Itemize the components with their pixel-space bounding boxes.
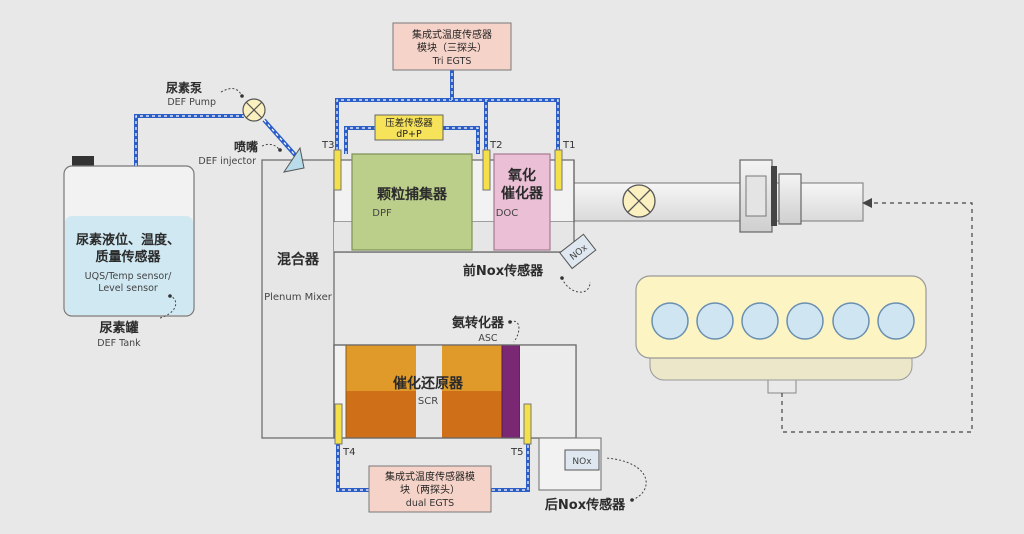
rear-nox-label: 后Nox传感器 <box>545 497 626 513</box>
exhaust-pipe <box>572 182 864 222</box>
dp-sensor-cn: 压差传感器 <box>385 117 433 129</box>
tank-sensor-en-1: UQS/Temp sensor/ <box>85 271 172 282</box>
flow-arrowhead-icon <box>862 198 872 208</box>
asc-label-en: ASC <box>478 333 498 344</box>
doc-label-cn-1: 氧化 <box>507 167 536 184</box>
def-pump-label-en: DEF Pump <box>167 97 216 108</box>
probe-t4-label: T4 <box>342 447 355 458</box>
rear-nox-sensor <box>564 449 600 471</box>
asc-label-cn: 氨转化器 <box>451 315 505 331</box>
probe-t1-label: T1 <box>562 140 575 151</box>
tank-sensor-en-2: Level sensor <box>98 283 158 294</box>
def-tank <box>63 156 195 317</box>
pipe-coupling <box>739 159 802 233</box>
dp-sensor-en: dP+P <box>396 129 422 140</box>
scr-label-cn: 催化还原器 <box>393 375 464 392</box>
front-nox-label: 前Nox传感器 <box>463 263 544 279</box>
temp-probes-lower <box>334 403 532 445</box>
tri-egts-box <box>392 22 512 71</box>
tri-egts-wiring <box>335 70 560 150</box>
tank-sensor-cn-2: 质量传感器 <box>95 249 161 265</box>
doc-block <box>493 153 551 251</box>
def-pump-icon <box>242 98 266 122</box>
engine <box>635 275 927 394</box>
dual-egts-cn-2: 块（两探头） <box>400 483 460 496</box>
dual-egts-en: dual EGTS <box>406 498 454 509</box>
dual-egts-box <box>368 465 492 513</box>
mixer-label-en: Plenum Mixer <box>264 292 333 303</box>
front-nox-sensor: NOx <box>559 233 597 270</box>
probe-t5-label: T5 <box>510 447 523 458</box>
mixer-housing <box>261 159 335 439</box>
dpf-block <box>351 153 473 251</box>
dp-sensor-box <box>374 114 444 141</box>
def-supply-line <box>134 114 298 166</box>
rear-nox-tag: NOx <box>572 457 592 467</box>
probe-t2-label: T2 <box>489 140 502 151</box>
mixer-label-cn: 混合器 <box>277 251 320 268</box>
doc-label-en: DOC <box>496 208 519 219</box>
probe-t3-label: T3 <box>321 140 334 151</box>
def-injector-icon <box>282 146 305 173</box>
def-tank-label-en: DEF Tank <box>97 338 141 349</box>
tri-egts-en: Tri EGTS <box>432 56 472 67</box>
asc-block <box>501 344 521 439</box>
exhaust-valve-icon <box>622 184 656 218</box>
tank-sensor-cn-1: 尿素液位、温度、 <box>76 232 180 248</box>
exhaust-flow-arrow <box>781 202 973 433</box>
tri-egts-cn-2: 模块（三探头） <box>417 41 487 54</box>
def-injector-label-cn: 喷嘴 <box>234 139 258 154</box>
temp-probes-upper <box>333 149 563 191</box>
def-injector-label-en: DEF injector <box>198 156 256 167</box>
scr-block <box>345 344 503 439</box>
dpf-label-en: DPF <box>372 208 392 219</box>
def-tank-label-cn: 尿素罐 <box>99 320 138 336</box>
def-pump-label-cn: 尿素泵 <box>166 80 202 95</box>
doc-label-cn-2: 催化器 <box>501 185 544 202</box>
scr-label-en: SCR <box>418 396 438 407</box>
dual-egts-cn-1: 集成式温度传感器模 <box>385 470 475 483</box>
tri-egts-cn-1: 集成式温度传感器 <box>412 28 492 41</box>
cylinder-icons <box>651 302 915 340</box>
dpf-label-cn: 颗粒捕集器 <box>377 186 448 203</box>
